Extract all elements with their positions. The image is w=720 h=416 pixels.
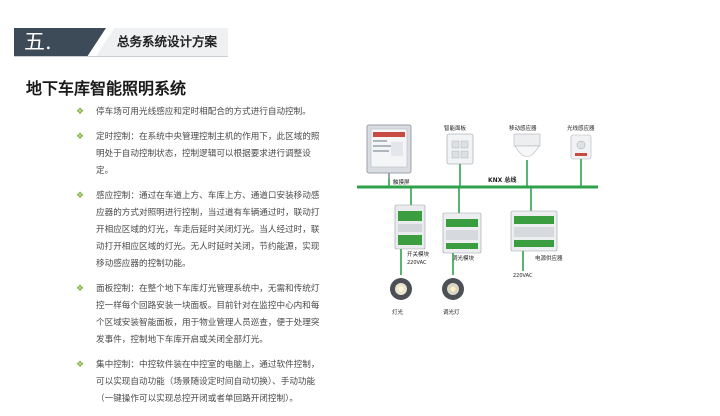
list-item: ❖ 定时控制：在系统中央管理控制主机的作用下，此区域的照明处于自动控制状态，控制逻… <box>76 129 328 180</box>
power-supply-device <box>510 210 558 252</box>
motion-sensor-device <box>513 133 541 157</box>
switch-module-label: 开关模块 <box>407 250 430 258</box>
diamond-bullet-icon: ❖ <box>76 191 85 201</box>
dimmable-lamp-label: 调光灯 <box>443 308 460 316</box>
psu-voltage-label: 220VAC <box>513 273 533 279</box>
header-underline <box>14 56 228 57</box>
light-sensor-label: 光线感应器 <box>567 124 595 132</box>
diamond-bullet-icon: ❖ <box>76 132 85 142</box>
knx-system-diagram: 触摸屏 智能面板 移动感应器 光线感应器 KNX 总线 开关模块 220VAC <box>357 124 598 316</box>
touch-screen-device <box>366 124 412 179</box>
bullet-text: 集中控制：中控软件装在中控室的电脑上，通过软件控制，可以实现自动功能（场景随设定… <box>96 360 320 404</box>
bullet-text: 停车场可用光线感应和定时相配合的方式进行自动控制。 <box>96 107 311 117</box>
list-item: ❖ 集中控制：中控软件装在中控室的电脑上，通过软件控制，可以实现自动功能（场景随设… <box>76 357 328 408</box>
page-title: 地下车库智能照明系统 <box>26 79 187 98</box>
diamond-bullet-icon: ❖ <box>76 284 85 294</box>
section-title: 总务系统设计方案 <box>117 34 218 49</box>
diamond-bullet-icon: ❖ <box>76 360 85 370</box>
section-number-block <box>14 28 106 56</box>
power-supply-label: 电源供应器 <box>535 254 563 262</box>
dimmer-module-device <box>442 212 482 254</box>
bullet-text: 面板控制：在整个地下车库灯光管理系统中，无需和传统灯控一样每个回路安装一块面板。… <box>96 284 320 345</box>
section-title-block <box>96 28 228 56</box>
list-item: ❖ 感应控制：通过在车道上方、车库上方、通道口安装移动感应器的方式对照明进行控制，… <box>76 188 328 273</box>
bullet-text: 感应控制：通过在车道上方、车库上方、通道口安装移动感应器的方式对照明进行控制，当… <box>96 191 320 269</box>
section-number: 五. <box>24 30 52 54</box>
smart-panel-label: 智能面板 <box>444 124 467 132</box>
lamp-label: 灯光 <box>392 308 404 316</box>
touch-screen-label: 触摸屏 <box>393 178 410 186</box>
list-item: ❖ 停车场可用光线感应和定时相配合的方式进行自动控制。 <box>76 104 328 121</box>
switch-module-device <box>394 204 426 250</box>
bullet-list: ❖ 停车场可用光线感应和定时相配合的方式进行自动控制。 ❖ 定时控制：在系统中央管理… <box>76 104 328 416</box>
motion-sensor-label: 移动感应器 <box>509 124 537 132</box>
light-sensor-device <box>570 134 592 160</box>
lamp-bulb-icon <box>390 278 412 300</box>
dimmable-lamp-bulb-icon <box>442 278 464 300</box>
diamond-bullet-icon: ❖ <box>76 107 85 117</box>
bullet-text: 定时控制：在系统中央管理控制主机的作用下，此区域的照明处于自动控制状态，控制逻辑… <box>96 132 320 176</box>
section-header: 五. 总务系统设计方案 <box>0 28 228 56</box>
switch-voltage-label: 220VAC <box>407 260 427 266</box>
smart-panel-device <box>446 133 474 165</box>
knx-bus-label: KNX 总线 <box>488 176 516 184</box>
dimmer-module-label: 调光模块 <box>452 254 475 262</box>
list-item: ❖ 面板控制：在整个地下车库灯光管理系统中，无需和传统灯控一样每个回路安装一块面板… <box>76 281 328 349</box>
